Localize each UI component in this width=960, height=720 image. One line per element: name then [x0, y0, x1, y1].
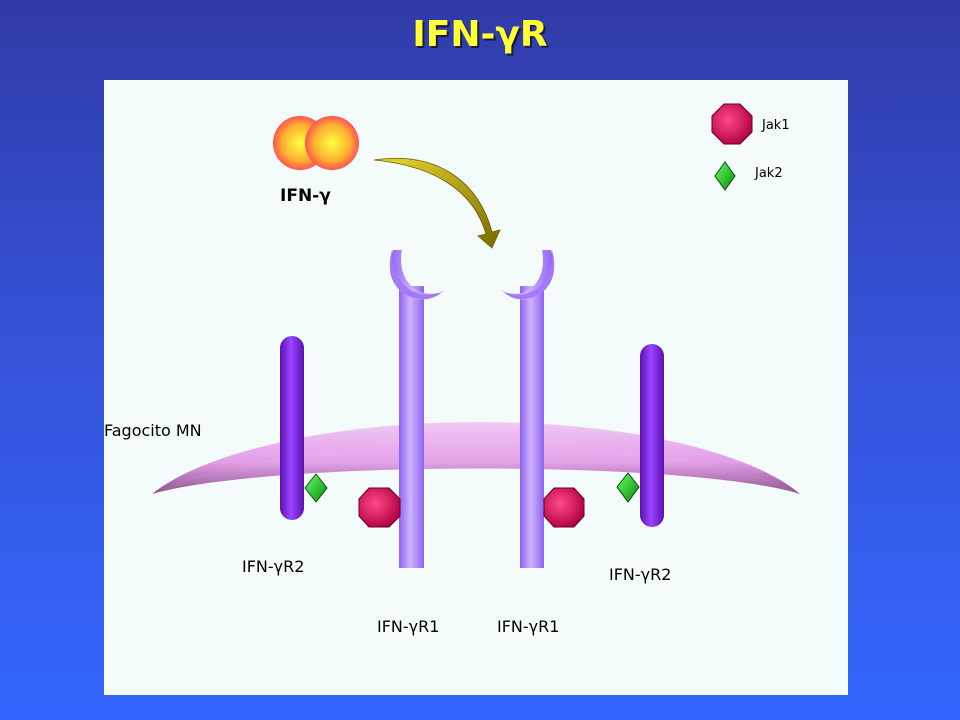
legend-jak2-label: Jak2	[755, 166, 783, 181]
legend-jak1-label: Jak1	[762, 118, 790, 133]
r1-left-label: IFN-γR1	[377, 617, 440, 636]
jak1-icon	[543, 487, 585, 528]
binding-arrow	[373, 158, 501, 249]
legend-jak2-icon	[714, 161, 736, 191]
membrane-label: Fagocito MN	[104, 421, 202, 440]
r2-right-label: IFN-γR2	[609, 565, 672, 584]
legend-jak1-icon	[711, 103, 753, 145]
r2-left-label: IFN-γR2	[242, 557, 305, 576]
ifn-gamma-ligand-ball	[305, 116, 359, 170]
cell-membrane-band	[152, 422, 800, 494]
r1-right-binding-site	[504, 250, 555, 300]
jak1-icon	[358, 487, 401, 528]
r1-left-binding-site	[389, 250, 442, 300]
jak2-icon	[304, 473, 328, 503]
r1-right-chain	[520, 286, 544, 568]
r1-right-label: IFN-γR1	[497, 617, 560, 636]
r1-left-binding-site-fill	[389, 250, 444, 300]
jak2-icon	[616, 472, 640, 503]
ligand-label: IFN-γ	[280, 186, 331, 206]
r2-right-chain	[640, 344, 664, 527]
r1-right-binding-site-fill	[502, 250, 555, 300]
slide-title: IFN-γR	[412, 14, 548, 55]
r1-left-chain	[399, 286, 424, 568]
r2-left-chain	[280, 336, 304, 520]
